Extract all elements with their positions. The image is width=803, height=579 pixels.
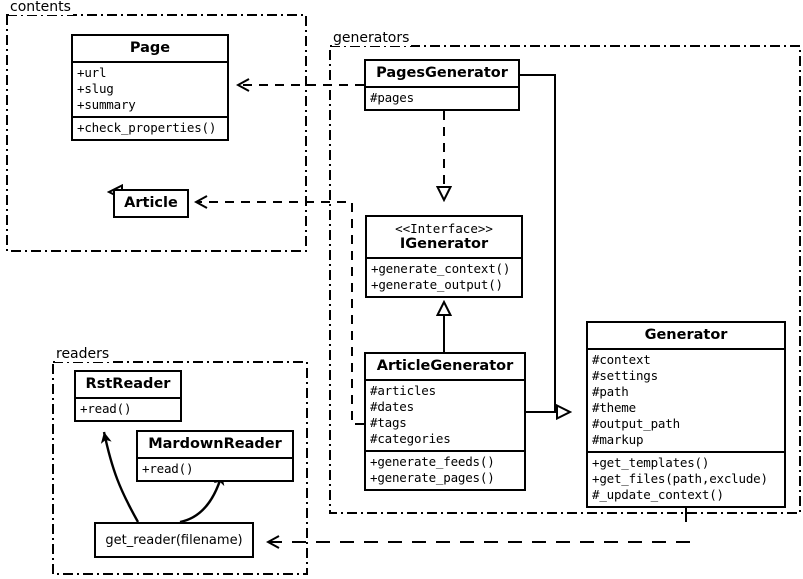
method-row: #_update_context() xyxy=(592,487,724,502)
package-label-generators: generators xyxy=(332,30,412,46)
class-name-igenerator-text: IGenerator xyxy=(399,236,489,252)
class-box-generator[interactable]: Generator #context #settings #path #them… xyxy=(586,321,786,508)
class-name-mardown-reader: MardownReader xyxy=(148,436,282,452)
class-stereotype-igenerator: <<Interface>> xyxy=(395,221,493,236)
attribute-row: #tags xyxy=(370,415,407,430)
class-methods-generator: +get_templates() +get_files(path,exclude… xyxy=(588,451,784,506)
attribute-row: #articles xyxy=(370,383,436,398)
class-box-mardown-reader[interactable]: MardownReader +read() xyxy=(136,430,294,482)
method-row: +check_properties() xyxy=(77,120,217,135)
attribute-row: #dates xyxy=(370,399,414,414)
class-methods-page: +check_properties() xyxy=(73,116,227,139)
class-attributes-generator: #context #settings #path #theme #output_… xyxy=(588,348,784,451)
class-name-rst-reader: RstReader xyxy=(85,376,171,392)
attribute-row: +slug xyxy=(77,81,114,96)
method-row: +get_templates() xyxy=(592,455,710,470)
function-label-get-reader: get_reader(filename) xyxy=(105,532,243,548)
class-box-page[interactable]: Page +url +slug +summary +check_properti… xyxy=(71,34,229,141)
class-box-pages-generator[interactable]: PagesGenerator #pages xyxy=(364,59,520,111)
method-row: +generate_feeds() xyxy=(370,454,495,469)
function-box-get-reader[interactable]: get_reader(filename) xyxy=(94,522,254,558)
attribute-row: #output_path xyxy=(592,416,680,431)
attribute-row: #theme xyxy=(592,400,636,415)
class-methods-article-generator: +generate_feeds() +generate_pages() xyxy=(366,450,524,489)
class-name-igenerator: <<Interface>> IGenerator xyxy=(367,217,521,257)
attribute-row: #path xyxy=(592,384,629,399)
method-row: +generate_context() xyxy=(371,261,511,276)
class-methods-mardown-reader: +read() xyxy=(138,457,292,480)
class-name-pages-generator: PagesGenerator xyxy=(376,65,508,81)
method-row: +get_files(path,exclude) xyxy=(592,471,768,486)
class-box-rst-reader[interactable]: RstReader +read() xyxy=(74,370,182,422)
attribute-row: #markup xyxy=(592,432,644,447)
relation-articlegenerator-depends-article xyxy=(196,202,364,425)
class-name-article: Article xyxy=(124,195,178,211)
attribute-row: #context xyxy=(592,352,651,367)
class-attributes-page: +url +slug +summary xyxy=(73,61,227,116)
attribute-row: #pages xyxy=(370,90,414,105)
class-name-article-generator: ArticleGenerator xyxy=(376,358,514,374)
attribute-row: #settings xyxy=(592,368,658,383)
method-row: +generate_pages() xyxy=(370,470,495,485)
attribute-row: +url xyxy=(77,65,107,80)
class-attributes-article-generator: #articles #dates #tags #categories xyxy=(366,379,524,450)
class-box-igenerator[interactable]: <<Interface>> IGenerator +generate_conte… xyxy=(365,215,523,298)
relation-generator-depends-getreader xyxy=(268,505,690,542)
class-methods-igenerator: +generate_context() +generate_output() xyxy=(367,257,521,296)
class-box-article-generator[interactable]: ArticleGenerator #articles #dates #tags … xyxy=(364,352,526,491)
class-name-generator: Generator xyxy=(644,327,728,343)
class-box-article[interactable]: Article xyxy=(113,189,189,218)
attribute-row: +summary xyxy=(77,97,136,112)
method-row: +read() xyxy=(80,401,132,416)
relation-generators-generalize-generator xyxy=(520,74,570,412)
package-label-contents: contents xyxy=(9,0,73,15)
class-name-page: Page xyxy=(129,40,171,56)
package-label-readers: readers xyxy=(55,346,112,362)
method-row: +generate_output() xyxy=(371,277,503,292)
class-methods-rst-reader: +read() xyxy=(76,397,180,420)
relation-getreader-creates-rstreader xyxy=(100,431,140,523)
class-attributes-pages-generator: #pages xyxy=(366,86,518,109)
attribute-row: #categories xyxy=(370,431,451,446)
method-row: +read() xyxy=(142,461,194,476)
